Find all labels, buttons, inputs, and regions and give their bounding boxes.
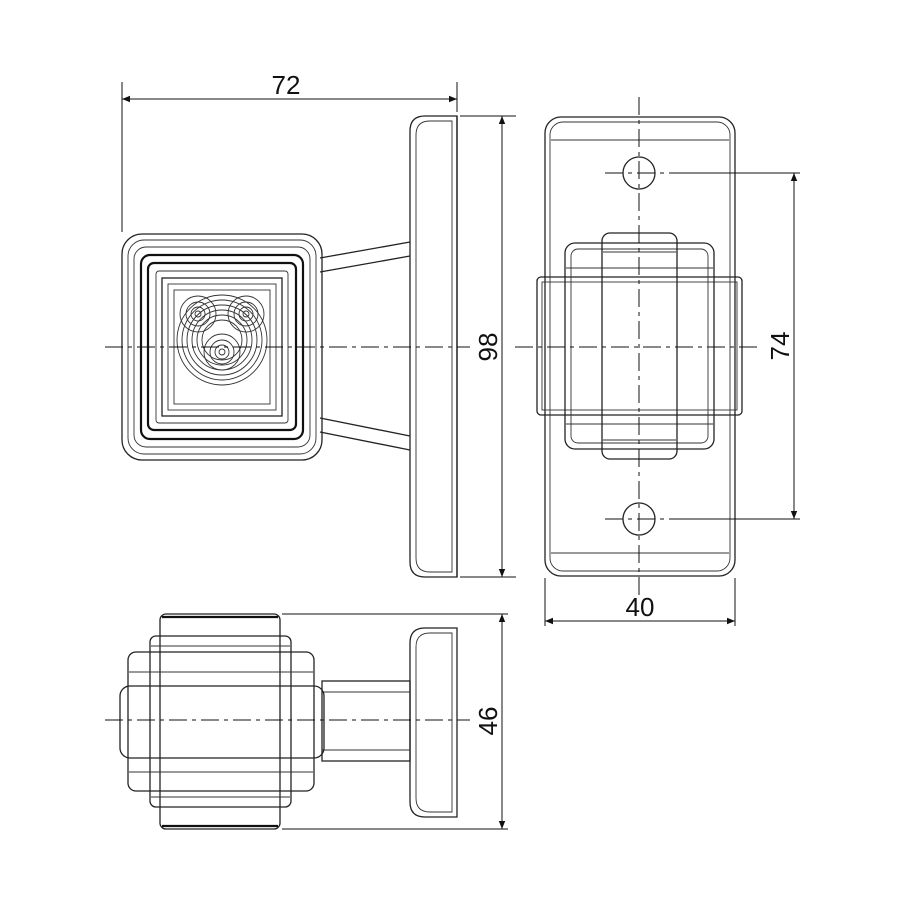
dimension-bottom-height: 46 (282, 613, 508, 830)
top-view: 46 (105, 613, 508, 830)
dimension-label-72: 72 (272, 70, 301, 100)
dimension-label-40: 40 (626, 592, 655, 622)
dimension-top-width: 72 (121, 70, 458, 232)
dimension-side-height: 98 (460, 115, 516, 578)
dimension-label-46: 46 (473, 707, 503, 736)
top-view-mount-plate (409, 627, 458, 818)
dimension-label-74: 74 (765, 332, 795, 361)
front-view: 72 98 (105, 70, 516, 578)
dimension-back-width: 40 (544, 578, 736, 626)
top-view-arm (321, 680, 411, 762)
back-view: 74 40 (515, 97, 800, 626)
top-view-lamp-body (119, 613, 325, 830)
dimension-label-98: 98 (473, 333, 503, 362)
front-view-arm (319, 241, 411, 451)
dimension-hole-spacing: 74 (672, 172, 800, 520)
